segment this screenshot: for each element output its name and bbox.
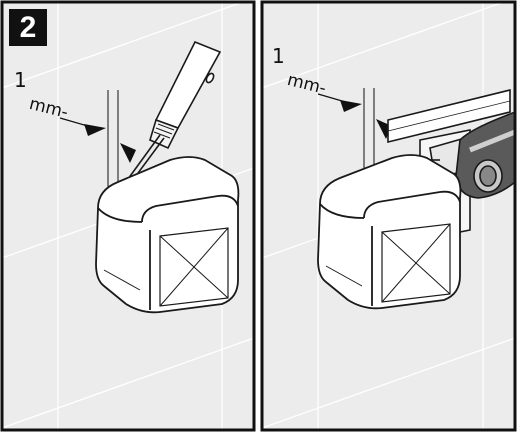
left-gap-value: 1 bbox=[14, 68, 27, 92]
left-arrow-out bbox=[120, 143, 136, 163]
right-panel-frame bbox=[260, 0, 517, 432]
right-dimension-lines bbox=[363, 88, 375, 178]
left-panel-frame bbox=[0, 0, 256, 432]
screwdriver-icon bbox=[119, 40, 222, 193]
oscillating-tool-icon bbox=[429, 110, 516, 199]
step-number-badge: 2 bbox=[9, 9, 47, 46]
right-arrow-in bbox=[340, 100, 362, 112]
right-gap-value: 1 bbox=[272, 44, 285, 68]
left-panel-tile-grid bbox=[1, 0, 255, 430]
right-mounting-box bbox=[317, 154, 462, 310]
left-mounting-box bbox=[95, 156, 240, 314]
